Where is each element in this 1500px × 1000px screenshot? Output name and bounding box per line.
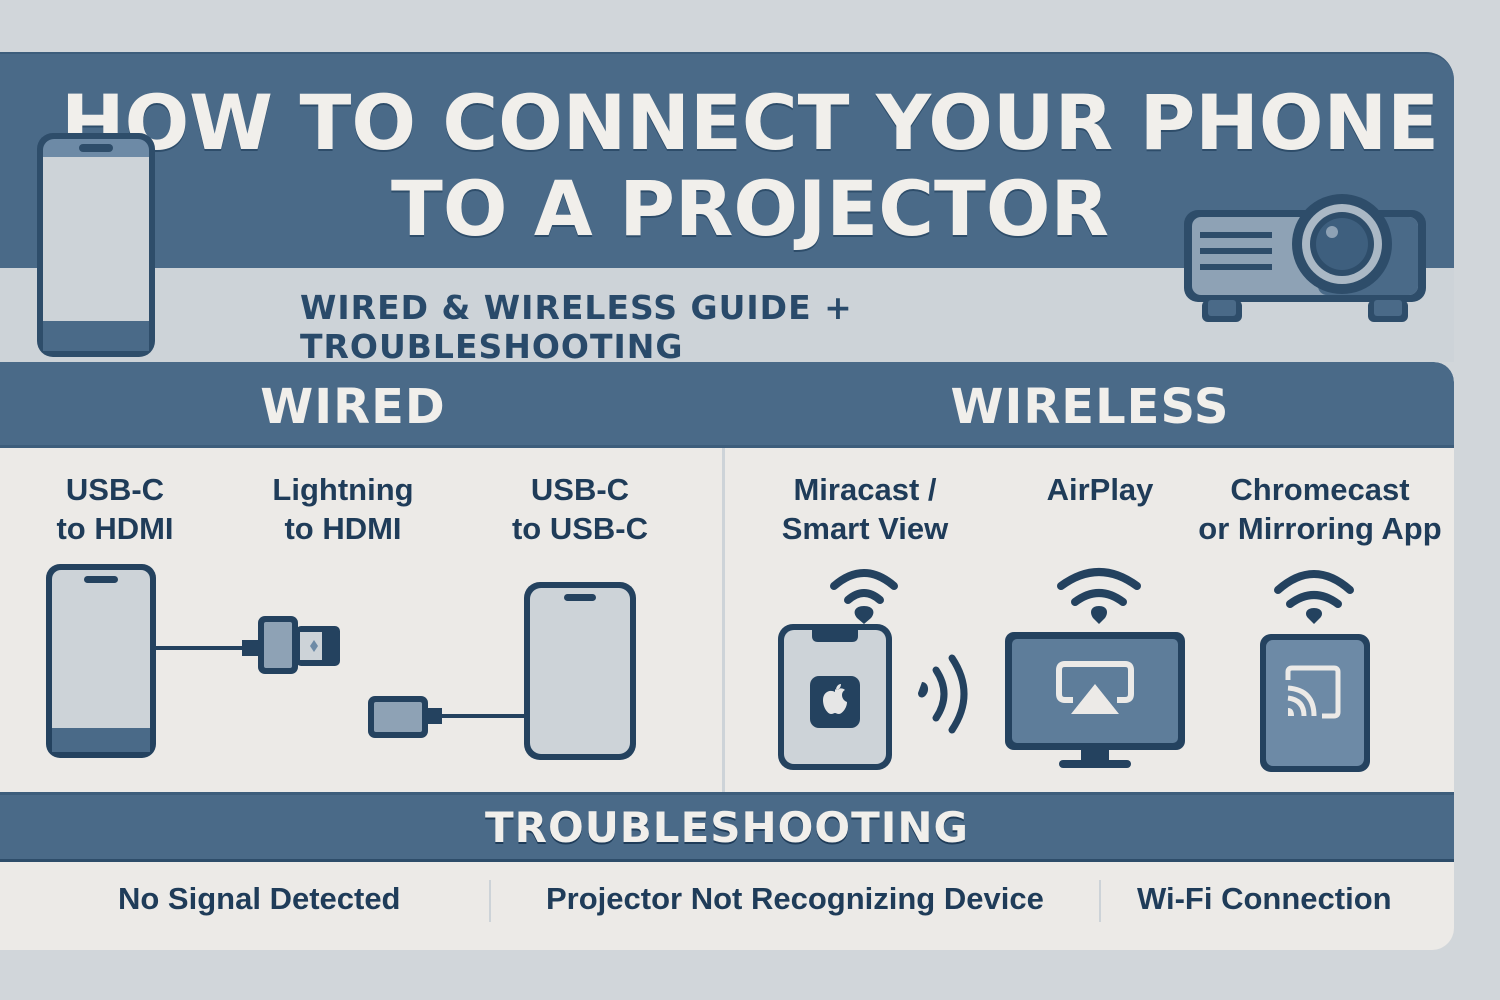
method-label-line1: Miracast /	[793, 472, 937, 507]
page-title: HOW TO CONNECT YOUR PHONE TO A PROJECTOR	[0, 80, 1500, 252]
method-label-line2: to HDMI	[56, 511, 174, 546]
wired-method-lightning-hdmi: Lightning to HDMI	[248, 470, 438, 548]
wireless-method-airplay: AirPlay	[1010, 470, 1190, 509]
wired-method-usbc-hdmi: USB-C to HDMI	[30, 470, 200, 548]
troubleshooting-item-no-signal: No Signal Detected	[118, 881, 401, 916]
troubleshooting-item-wifi: Wi-Fi Connection	[1137, 881, 1392, 916]
method-label-line2: Smart View	[781, 511, 949, 546]
troubleshooting-band	[0, 792, 1454, 862]
phone-wireless-icon	[778, 569, 968, 770]
phone-usb-c-icon	[46, 564, 340, 758]
wireless-section-header: WIRELESS	[726, 362, 1454, 448]
troubleshooting-title: TROUBLESHOOTING	[485, 803, 969, 852]
section-divider	[722, 448, 725, 793]
method-label-line1: Lightning	[272, 472, 414, 507]
smartphone-icon	[37, 133, 155, 357]
troubleshooting-separator	[489, 880, 491, 922]
phone-usb-cable-icon	[368, 582, 636, 760]
method-label-line1: Chromecast	[1230, 472, 1410, 507]
method-label-line1: USB-C	[65, 472, 165, 507]
troubleshooting-item-not-recognizing: Projector Not Recognizing Device	[546, 881, 1044, 916]
wired-section-header: WIRED	[0, 362, 726, 448]
title-line-1: HOW TO CONNECT YOUR PHONE	[60, 78, 1440, 167]
method-label-line2: or Mirroring App	[1198, 511, 1442, 546]
title-line-2: TO A PROJECTOR	[391, 164, 1109, 253]
method-label-line2: to HDMI	[284, 511, 402, 546]
page-subtitle: WIRED & WIRELESS GUIDE + TROUBLESHOOTING	[300, 288, 853, 366]
wired-title: WIRED	[260, 379, 446, 435]
method-label-line2: to USB-C	[511, 511, 649, 546]
cast-device-icon	[1260, 570, 1370, 772]
wired-method-usbc-usbc: USB-C to USB-C	[490, 470, 670, 548]
wireless-method-chromecast: Chromecast or Mirroring App	[1190, 470, 1450, 548]
method-label-line1: AirPlay	[1046, 472, 1154, 507]
wireless-title: WIRELESS	[950, 379, 1230, 435]
wireless-method-miracast: Miracast / Smart View	[760, 470, 970, 548]
airplay-monitor-icon	[1005, 568, 1185, 768]
method-label-line1: USB-C	[530, 472, 630, 507]
projector-icon	[1184, 194, 1426, 322]
troubleshooting-separator	[1099, 880, 1101, 922]
